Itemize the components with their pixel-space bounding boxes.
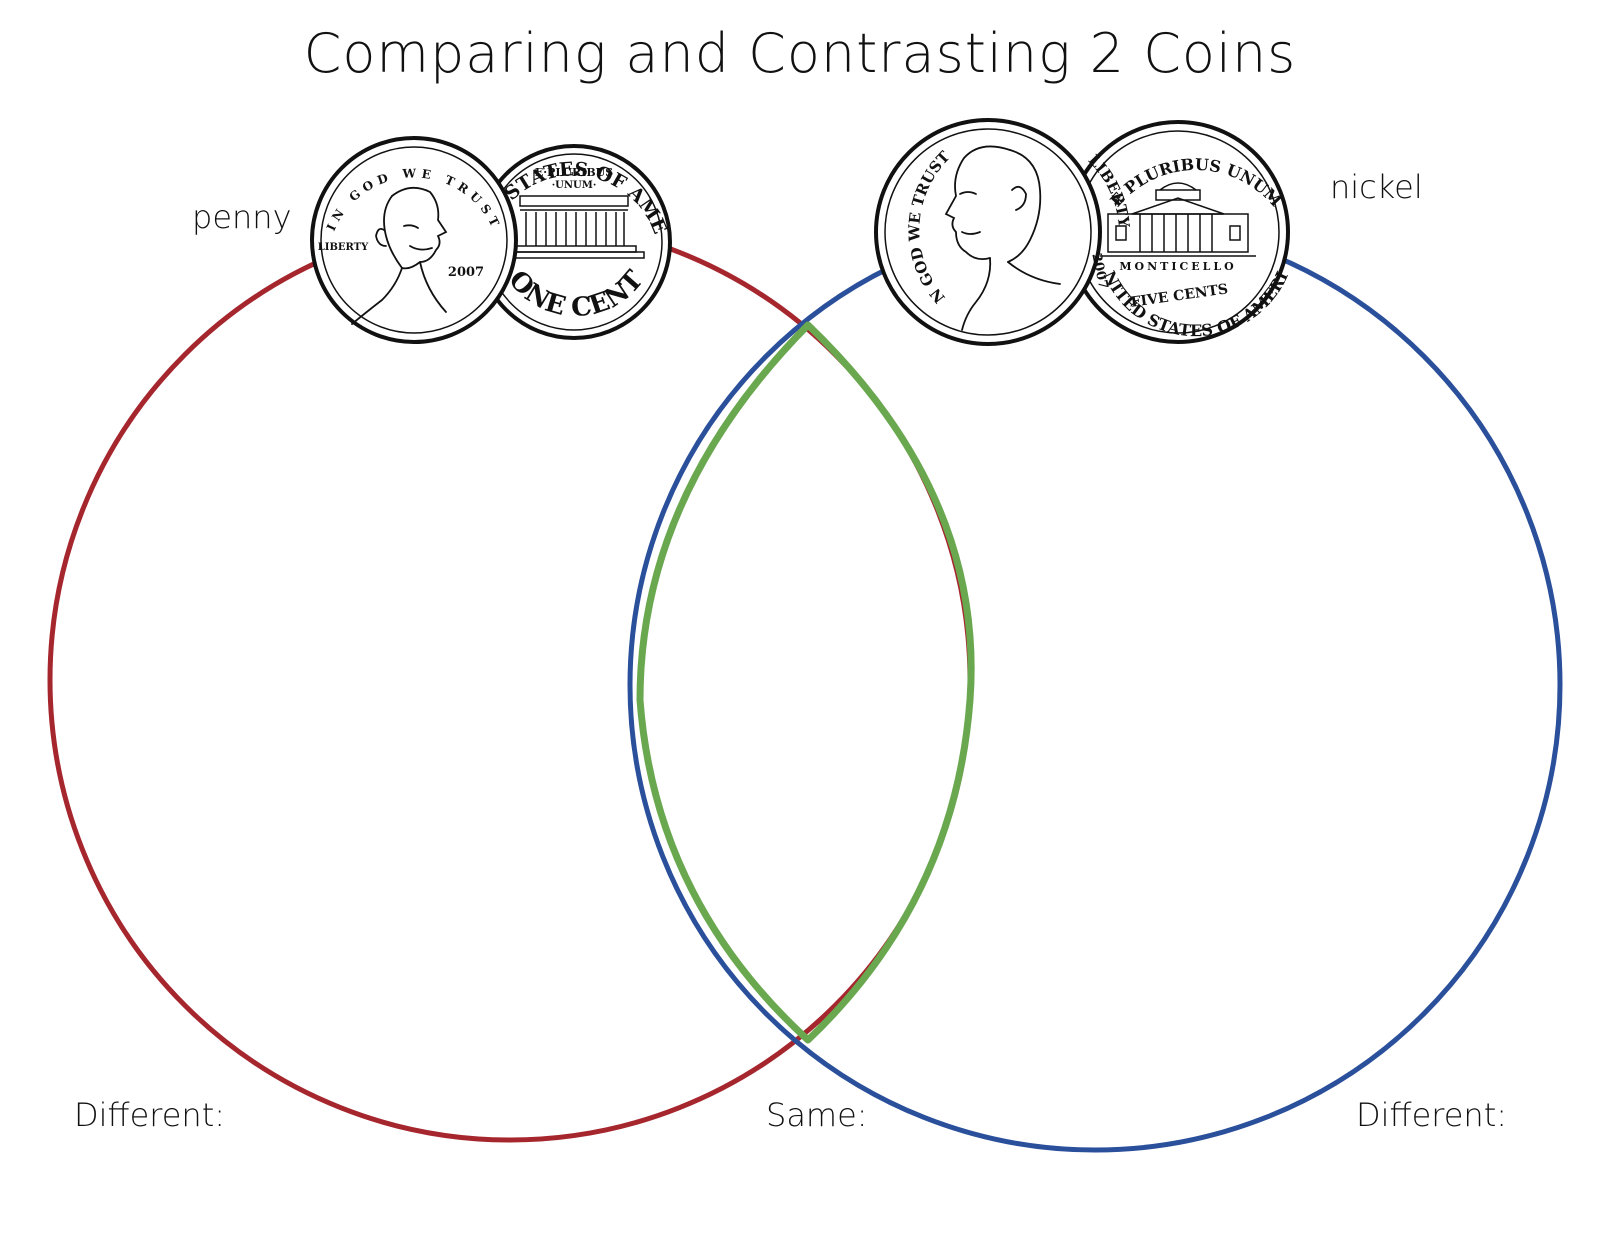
penny-back-motto2: ·UNUM·: [552, 180, 597, 191]
overlap-region: [636, 321, 975, 1044]
left-different-label: Different:: [74, 1096, 226, 1134]
penny-front-image: IN GOD WE TRUST LIBERTY 2007: [310, 136, 518, 344]
lincoln-portrait-icon: [351, 186, 448, 325]
penny-label: penny: [192, 198, 292, 236]
penny-back-motto1: E·PLURIBUS: [535, 166, 613, 179]
nickel-back-building: MONTICELLO: [1119, 260, 1236, 273]
penny-front-year: 2007: [448, 265, 484, 280]
penny-front-liberty: LIBERTY: [318, 242, 369, 253]
nickel-front-year: 2007: [1088, 252, 1110, 291]
nickel-label: nickel: [1330, 168, 1423, 206]
left-circle: [47, 217, 973, 1143]
jefferson-portrait-icon: [944, 145, 1061, 331]
memorial-icon: [503, 195, 645, 259]
right-different-label: Different:: [1356, 1096, 1508, 1134]
right-circle: [627, 217, 1563, 1153]
same-label: Same:: [766, 1096, 868, 1134]
page-title: Comparing and Contrasting 2 Coins: [303, 22, 1297, 85]
monticello-icon: [1100, 182, 1256, 257]
